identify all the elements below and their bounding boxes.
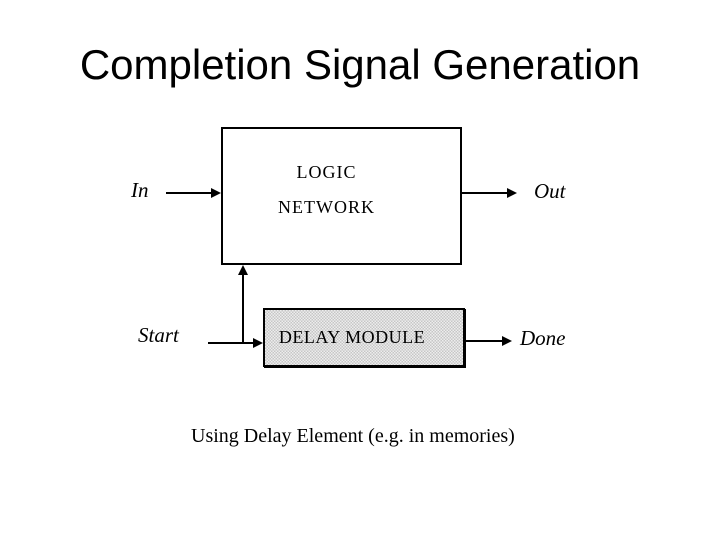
- start-to-logic-arrow-head: [238, 265, 248, 275]
- logic-network-label-line2: NETWORK: [278, 197, 375, 217]
- done-signal-label: Done: [520, 326, 566, 350]
- start-arrow-head: [253, 338, 263, 348]
- start-arrow-line: [208, 342, 254, 344]
- out-arrow-line: [462, 192, 508, 194]
- in-arrow-line: [166, 192, 212, 194]
- in-signal-label: In: [131, 178, 149, 202]
- slide-title: Completion Signal Generation: [79, 41, 641, 88]
- start-signal-label: Start: [138, 323, 179, 347]
- start-to-logic-line: [242, 275, 244, 344]
- logic-network-box: LOGIC NETWORK: [221, 127, 462, 265]
- logic-network-label-line1: LOGIC: [296, 162, 357, 182]
- done-arrow-head: [502, 336, 512, 346]
- done-arrow-line: [465, 340, 505, 342]
- delay-module-box: DELAY MODULE: [263, 308, 465, 367]
- logic-network-label: LOGIC NETWORK: [223, 129, 460, 225]
- delay-module-label: DELAY MODULE: [278, 327, 426, 347]
- in-arrow-head: [211, 188, 221, 198]
- slide-caption: Using Delay Element (e.g. in memories): [191, 425, 515, 447]
- out-arrow-head: [507, 188, 517, 198]
- out-signal-label: Out: [534, 179, 566, 203]
